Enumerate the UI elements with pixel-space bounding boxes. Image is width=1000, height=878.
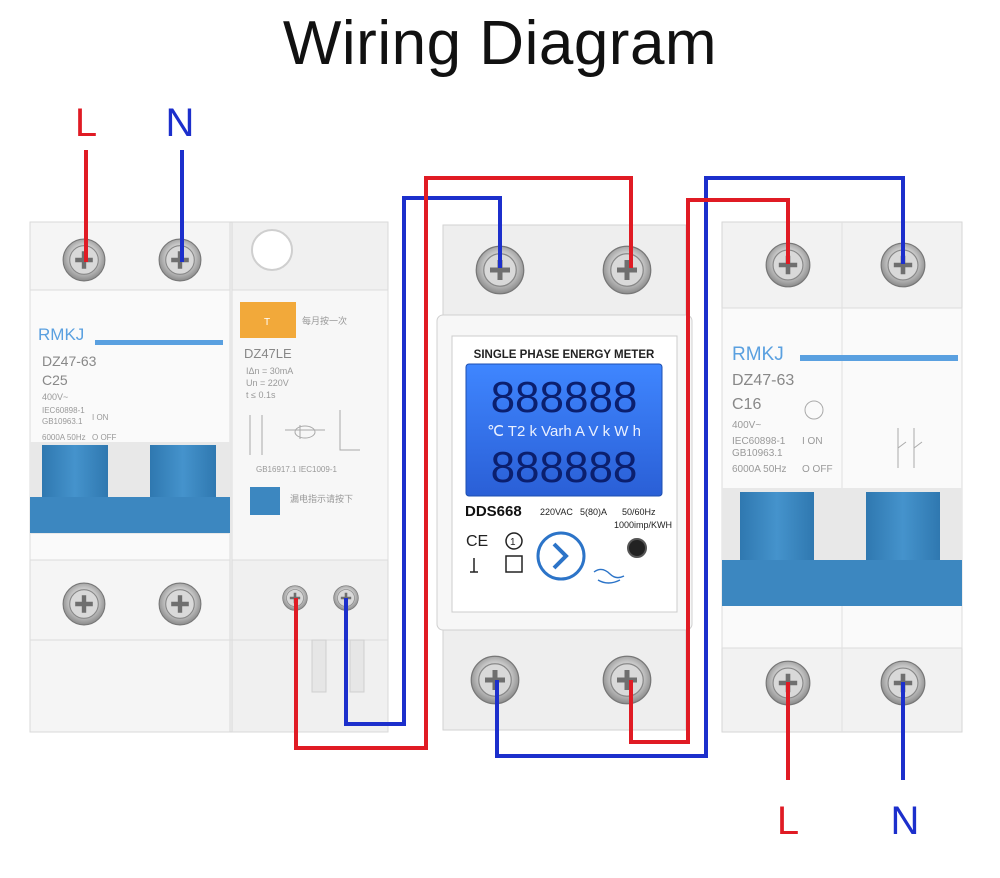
meter-ce-mark: CE [466,533,488,550]
rcbo-model: DZ47-63 [42,353,97,369]
mcb-voltage: 400V~ [732,420,761,431]
mcb-breaker [721,221,963,733]
mcb-standard1: IEC60898-1 [732,436,786,447]
hand-tap-icon [593,568,625,584]
mcb-schematic [897,428,923,468]
meter-class-number: 1 [510,537,516,548]
rcbo-on: I ON [92,413,109,422]
mcb-brand-stripe [800,355,958,361]
rcbo-bottom-screw-1 [62,582,106,626]
meter-digits-bottom: 888888 [491,443,638,492]
input-live-label: L [75,101,97,145]
meter-frequency: 50/60Hz [622,507,656,517]
rcbo-breaking: 6000A 50Hz [42,433,86,442]
live-rcbo-to-meter-wire [294,176,633,750]
rcbo-test-button[interactable] [240,302,296,338]
meter-model: DDS668 [465,503,522,520]
mcb-brand: RMKJ [732,344,784,365]
meter-lcd [465,363,663,497]
rcbo-test-button-label: T [264,317,270,328]
mcb-off: O OFF [802,464,833,475]
mcb-rating: C16 [732,396,761,413]
meter-voltage: 220VAC [540,507,573,517]
meter-bottom-screw-l [602,655,652,705]
rcbo-rcd-time: t ≤ 0.1s [246,390,276,400]
rcbo-rating: C25 [42,372,68,388]
meter-top-screw-l [602,245,652,295]
meter-units: ℃ T2 k Varh A V k W h [487,423,641,440]
output-live-label: L [777,799,799,843]
meter-thermometer-icon [470,558,478,573]
output-neutral-label: N [891,799,920,843]
rcbo-handles[interactable] [30,442,230,534]
chevron-right-icon [552,542,569,570]
meter-constant: 1000imp/KWH [614,520,672,530]
meter-digits-top: 888888 [491,373,638,422]
meter-pulse-led [627,538,647,558]
rcbo-standard1: IEC60898-1 [42,406,85,415]
rcbo-schematic [249,410,360,455]
mcb-on: I ON [802,436,823,447]
neutral-rcbo-to-meter-wire [344,196,502,726]
neutral-wires [180,150,905,780]
neutral-meter-to-mcb-wire [495,176,905,758]
rcbo-brand-stripe [95,340,223,345]
rcbo-test-note: 每月按一次 [302,315,347,326]
mcb-standard2: GB10963.1 [732,448,783,459]
rcbo-rcd-standard: GB16917.1 IEC1009-1 [256,465,337,474]
live-wires [84,150,790,780]
diagram-title: Wiring Diagram [282,9,718,78]
live-meter-to-mcb-wire [629,198,790,744]
rcbo-indicator-note: 漏电指示请按下 [290,493,353,504]
mcb-ccc-mark [804,400,824,420]
rcbo-bottom-screw-2 [158,582,202,626]
rcbo-brand: RMKJ [38,325,84,344]
rcbo-rcd-current: IΔn = 30mA [246,366,293,376]
meter-page-button[interactable] [536,531,586,581]
mcb-model: DZ47-63 [732,372,794,389]
meter-double-insulation-icon [505,555,523,573]
rcbo-standard2: GB10963.1 [42,417,83,426]
meter-header: SINGLE PHASE ENERGY METER [474,349,655,361]
rcbo-rcd-voltage: Un = 220V [246,378,289,388]
rcbo-off: O OFF [92,433,117,442]
rcbo-rcd-model: DZ47LE [244,346,292,361]
mcb-handles[interactable] [722,488,962,606]
meter-current: 5(80)A [580,507,607,517]
rcbo-indicator [250,487,280,515]
mcb-breaking: 6000A 50Hz [732,464,787,475]
rcbo-bottom-prongs [311,639,365,693]
input-neutral-label: N [166,101,195,145]
rcbo-voltage: 400V~ [42,392,68,402]
meter-class-icon [505,532,523,550]
